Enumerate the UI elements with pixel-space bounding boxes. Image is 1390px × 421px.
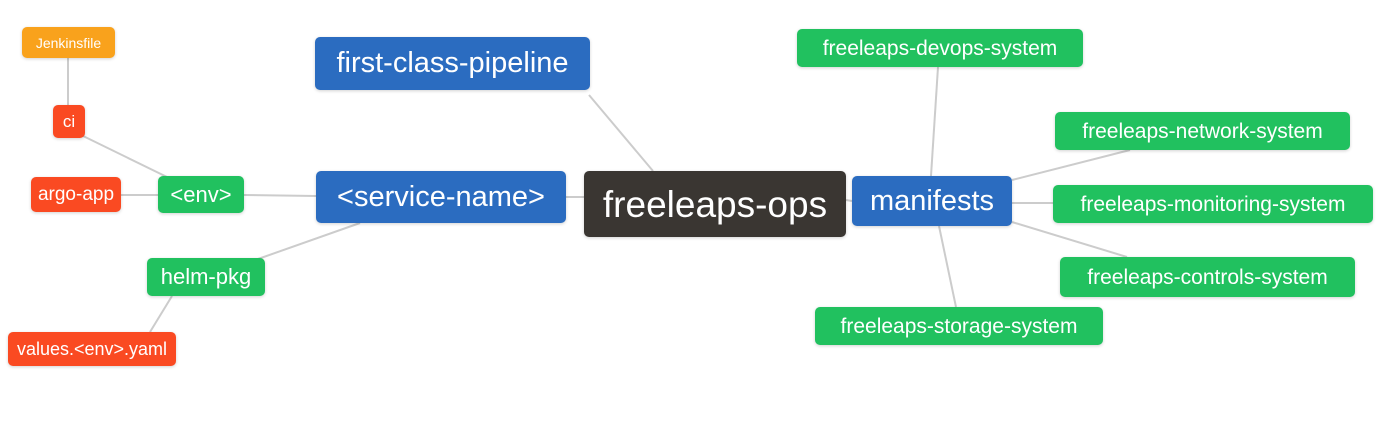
node-service-name[interactable]: <service-name>	[316, 171, 566, 223]
node-freeleaps-monitoring-system[interactable]: freeleaps-monitoring-system	[1053, 185, 1373, 223]
edge-ci-to-env	[78, 133, 168, 178]
edge-manifests-to-freeleaps-storage-system	[938, 225, 957, 308]
edge-first-class-pipeline-to-freeleaps-ops	[588, 94, 654, 172]
edge-manifests-to-freeleaps-devops-system	[930, 66, 939, 177]
node-jenkinsfile[interactable]: Jenkinsfile	[22, 27, 115, 58]
edge-env-to-service-name	[243, 194, 317, 197]
node-freeleaps-devops-system[interactable]: freeleaps-devops-system	[797, 29, 1083, 67]
edge-helm-pkg-to-service-name	[257, 222, 361, 260]
edge-values-env-yaml-to-helm-pkg	[149, 295, 173, 333]
node-ci[interactable]: ci	[53, 105, 85, 138]
node-freeleaps-network-system[interactable]: freeleaps-network-system	[1055, 112, 1350, 150]
node-values-env-yaml[interactable]: values.<env>.yaml	[8, 332, 176, 366]
node-manifests[interactable]: manifests	[852, 176, 1012, 226]
edge-freeleaps-ops-to-manifests	[845, 199, 853, 202]
edge-manifests-to-freeleaps-controls-system	[1011, 221, 1128, 258]
edge-manifests-to-freeleaps-network-system	[1011, 149, 1131, 181]
node-helm-pkg[interactable]: helm-pkg	[147, 258, 265, 296]
node-env[interactable]: <env>	[158, 176, 244, 213]
node-freeleaps-ops[interactable]: freeleaps-ops	[584, 171, 846, 237]
node-freeleaps-storage-system[interactable]: freeleaps-storage-system	[815, 307, 1103, 345]
node-argo-app[interactable]: argo-app	[31, 177, 121, 212]
node-freeleaps-controls-system[interactable]: freeleaps-controls-system	[1060, 257, 1355, 297]
node-first-class-pipeline[interactable]: first-class-pipeline	[315, 37, 590, 90]
